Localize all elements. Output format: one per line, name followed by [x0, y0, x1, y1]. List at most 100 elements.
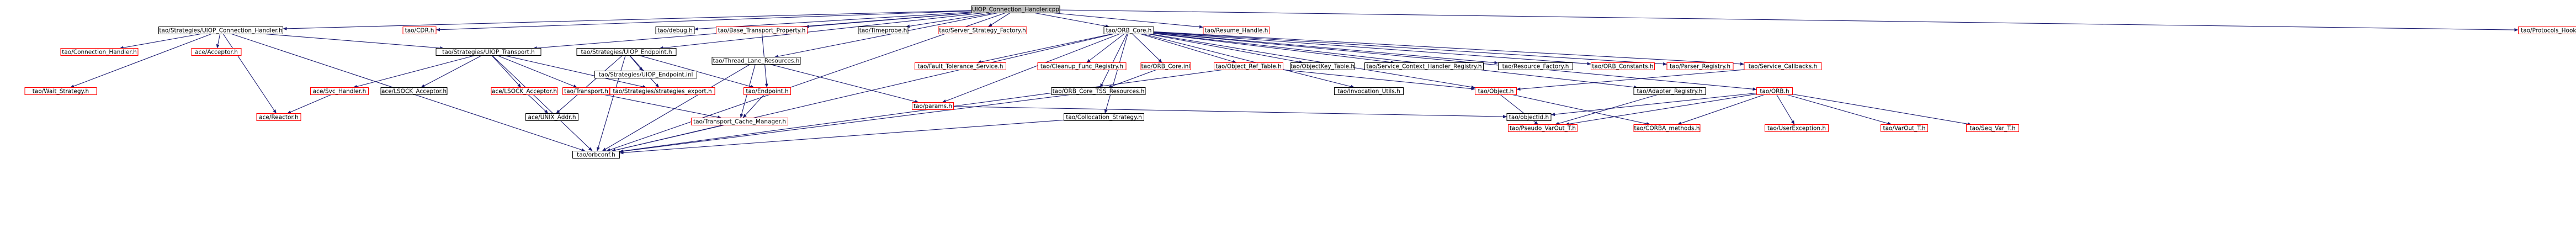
- node-label: tao/Parser_Registry.h: [1670, 64, 1730, 70]
- node-label: tao/Timeprobe.h: [859, 28, 907, 34]
- edge-orb_core_inl-to-orb_core_tss_h: [1108, 69, 1156, 88]
- node-service-callbacks-h[interactable]: tao/Service_Callbacks.h: [1744, 62, 1822, 70]
- edge-uiop_transport_h-to-lsock_acceptor_h2: [491, 55, 522, 88]
- edge-root-to-timeprobe_h: [905, 12, 994, 28]
- node-corba-methods-h[interactable]: tao/CORBA_methods.h: [1633, 124, 1701, 132]
- node-objectkey-table-h[interactable]: tao/ObjectKey_Table.h: [1290, 62, 1355, 70]
- node-objectid-h[interactable]: tao/objectid.h: [1506, 113, 1552, 121]
- node-parser-registry-h[interactable]: tao/Parser_Registry.h: [1666, 62, 1734, 70]
- node-lsock-acceptor-h[interactable]: ace/LSOCK_Acceptor.h: [380, 87, 448, 95]
- edge-orb_core_h-to-orb_h: [1153, 32, 1757, 91]
- node-collocation-h[interactable]: tao/Collocation_Strategy.h: [1064, 113, 1144, 121]
- node-uiop-endpoint-h[interactable]: tao/Strategies/UIOP_Endpoint.h: [576, 48, 677, 56]
- node-uiop-transport-h[interactable]: tao/Strategies/UIOP_Transport.h: [435, 48, 541, 56]
- node-label: tao/Pseudo_VarOut_T.h: [1510, 125, 1576, 132]
- node-seq-var-h[interactable]: tao/Seq_Var_T.h: [1966, 124, 2019, 132]
- node-resume-handle-h[interactable]: tao/Resume_Handle.h: [1203, 27, 1270, 34]
- node-debug-h[interactable]: tao/debug.h: [655, 27, 695, 34]
- node-label: tao/Wait_Strategy.h: [33, 88, 89, 95]
- node-resource-factory-h[interactable]: tao/Resource_Factory.h: [1498, 62, 1573, 70]
- node-label: tao/Transport.h: [564, 88, 608, 95]
- node-pseudo-varout-h[interactable]: tao/Pseudo_VarOut_T.h: [1508, 124, 1578, 132]
- node-box: [1881, 124, 1928, 132]
- edge-object_ref_table_h-to-object_h: [1283, 69, 1475, 91]
- node-base-transport-h[interactable]: tao/Base_Transport_Property.h: [716, 27, 808, 34]
- node-label: tao/Protocols_Hooks.h: [2521, 28, 2576, 34]
- node-box: [1744, 62, 1822, 70]
- node-box: [1140, 62, 1191, 70]
- edge-conn_handler_h-to-acceptor_h: [216, 34, 221, 49]
- node-protocols-hooks-h[interactable]: tao/Protocols_Hooks.h: [2518, 27, 2576, 34]
- node-label: tao/VarOut_T.h: [1883, 125, 1925, 132]
- node-reactor-h[interactable]: ace/Reactor.h: [256, 113, 301, 121]
- node-object-h[interactable]: tao/Object.h: [1475, 87, 1517, 95]
- node-label: tao/Seq_Var_T.h: [1969, 125, 2015, 132]
- node-connection-handler-h[interactable]: tao/Connection_Handler.h: [60, 48, 139, 56]
- node-orb-core-tss-h[interactable]: tao/ORB_Core_TSS_Resources.h: [1051, 87, 1146, 95]
- node-label: tao/Transport_Cache_Manager.h: [693, 119, 786, 125]
- node-box: [716, 27, 808, 34]
- node-fault-tolerance-h[interactable]: tao/Fault_Tolerance_Service.h: [915, 62, 1006, 70]
- edge-params_h-to-objectid_h: [953, 106, 1507, 119]
- node-label: tao/ORB_Core_TSS_Resources.h: [1053, 88, 1145, 95]
- node-box: [380, 87, 448, 95]
- node-params-h[interactable]: tao/params.h: [912, 102, 954, 110]
- node-box: [1037, 62, 1127, 70]
- node-box: [1756, 87, 1793, 95]
- node-varout-h[interactable]: tao/VarOut_T.h: [1881, 124, 1928, 132]
- node-svc-handler-h[interactable]: ace/Svc_Handler.h: [310, 87, 369, 95]
- edge-root-to-thread_lane_h: [774, 12, 998, 59]
- node-service-context-h[interactable]: tao/Service_Context_Handler_Registry.h: [1364, 62, 1484, 70]
- edge-svc_handler_h-to-reactor_h: [286, 94, 332, 114]
- node-thread-lane-h[interactable]: tao/Thread_Lane_Resources.h: [711, 57, 801, 65]
- node-label: tao/orbconf.h: [577, 152, 615, 159]
- node-orbconf-h[interactable]: tao/orbconf.h: [572, 151, 620, 159]
- node-label: tao/Strategies/UIOP_Connection_Handler.h: [159, 28, 282, 34]
- node-server-strategy-h[interactable]: tao/Server_Strategy_Factory.h: [938, 27, 1027, 34]
- node-box: [1064, 113, 1144, 121]
- node-conn-handler-h[interactable]: tao/Strategies/UIOP_Connection_Handler.h: [158, 27, 283, 34]
- edge-root-to-protocols_hooks_h: [1059, 9, 2519, 32]
- node-wait-strategy-h[interactable]: tao/Wait_Strategy.h: [24, 87, 97, 95]
- node-endpoint-h[interactable]: tao/Endpoint.h: [743, 87, 791, 95]
- node-acceptor-h[interactable]: ace/Acceptor.h: [191, 48, 242, 56]
- node-label: tao/ObjectKey_Table.h: [1290, 64, 1355, 70]
- edge-orb_core_h-to-service_callbacks_h: [1153, 31, 1745, 66]
- node-transport-h[interactable]: tao/Transport.h: [562, 87, 610, 95]
- node-label: UIOP_Connection_Handler.cpp: [972, 7, 1059, 13]
- node-root[interactable]: UIOP_Connection_Handler.cpp: [971, 6, 1060, 13]
- node-cdr-h[interactable]: tao/CDR.h: [402, 27, 437, 34]
- edge-conn_handler_h-to-wait_strategy_h: [70, 33, 212, 88]
- node-orb-core-inl[interactable]: tao/ORB_Core.inl: [1140, 62, 1191, 70]
- node-strategies-export-h[interactable]: tao/Strategies/strategies_export.h: [609, 87, 715, 95]
- node-orb-core-h[interactable]: tao/ORB_Core.h: [1103, 27, 1154, 34]
- node-invocation-utils-h[interactable]: tao/Invocation_Utils.h: [1334, 87, 1404, 95]
- edge-layer: [70, 9, 2519, 155]
- node-box: [572, 151, 620, 159]
- node-orb-h[interactable]: tao/ORB.h: [1756, 87, 1793, 95]
- edge-orb_core_h-to-service_context_h: [1153, 33, 1395, 64]
- node-uiop-endpoint-inl[interactable]: tao/Strategies/UIOP_Endpoint.inl: [594, 71, 697, 78]
- node-unix-addr-h[interactable]: ace/UNIX_Addr.h: [525, 113, 578, 121]
- node-label: ace/LSOCK_Acceptor.h: [492, 88, 557, 95]
- node-label: tao/Strategies/UIOP_Transport.h: [442, 49, 535, 56]
- node-orb-constants-h[interactable]: tao/ORB_Constants.h: [1591, 62, 1655, 70]
- node-transport-cache-h[interactable]: tao/Transport_Cache_Manager.h: [691, 118, 788, 125]
- node-adapter-registry-h[interactable]: tao/Adapter_Registry.h: [1633, 87, 1706, 95]
- node-userexception-h[interactable]: tao/UserException.h: [1765, 124, 1829, 132]
- node-lsock-acceptor-h2[interactable]: ace/LSOCK_Acceptor.h: [491, 87, 558, 95]
- node-label: tao/Object_Ref_Table.h: [1215, 64, 1281, 70]
- node-box: [1508, 124, 1578, 132]
- node-label: ace/Acceptor.h: [195, 49, 238, 56]
- node-cleanup-func-h[interactable]: tao/Cleanup_Func_Registry.h: [1037, 62, 1127, 70]
- node-label: tao/Endpoint.h: [746, 88, 788, 95]
- node-label: tao/Invocation_Utils.h: [1337, 88, 1400, 95]
- node-timeprobe-h[interactable]: tao/Timeprobe.h: [858, 27, 909, 34]
- node-box: [576, 48, 677, 56]
- edge-root-to-conn_handler_h: [283, 10, 972, 30]
- node-label: tao/Base_Transport_Property.h: [718, 28, 806, 34]
- node-object-ref-table-h[interactable]: tao/Object_Ref_Table.h: [1214, 62, 1283, 70]
- node-box: [858, 27, 909, 34]
- edge-root-to-resume_handle_h: [1053, 12, 1204, 29]
- node-label: tao/Cleanup_Func_Registry.h: [1040, 64, 1123, 70]
